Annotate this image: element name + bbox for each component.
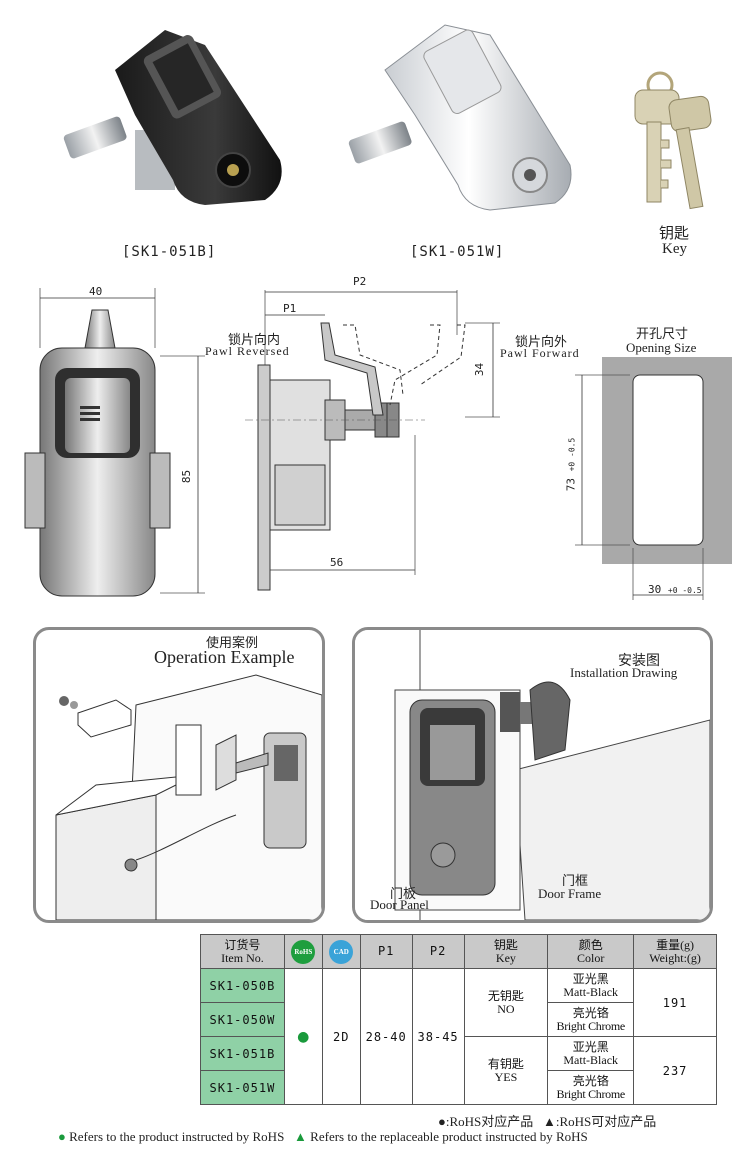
item-cell: SK1-050W — [200, 1002, 285, 1037]
cad-icon: CAD — [329, 939, 354, 964]
black-product-caption: [SK1-051B] — [122, 244, 217, 260]
legend-en-replace: Refers to the replaceable product instru… — [310, 1129, 588, 1144]
key-photo — [634, 71, 712, 210]
legend-cn-replace: ▲:RoHS可对应产品 — [543, 1114, 657, 1129]
pawl-forward-en: Pawl Forward — [500, 346, 580, 360]
opening-width-value: 30 +0 -0.5 — [648, 583, 702, 596]
color-chrome-cn: 亮光铬 — [572, 1073, 609, 1088]
color-matt-en: Matt-Black — [563, 984, 619, 999]
header-weight: 重量(g)Weight:(g) — [633, 934, 717, 969]
color-chrome-en: Bright Chrome — [556, 1018, 626, 1033]
pawl-reversed-en: Pawl Reversed — [205, 344, 290, 358]
chrome-product-caption: [SK1-051W] — [410, 244, 505, 260]
rohs-icon: RoHS — [291, 939, 316, 964]
installation-drawing-panel: 安装图 Installation Drawing 门板 Door Panel 门… — [352, 627, 713, 923]
color-chrome-cn: 亮光铬 — [572, 1005, 609, 1020]
legend-en-rohs: Refers to the product instructed by RoHS — [69, 1129, 285, 1144]
pawl-forward-cn: 锁片向外 — [515, 334, 568, 349]
dim-p2: P2 — [353, 275, 367, 288]
header-color-cn: 颜色 — [578, 937, 603, 952]
p1-cell: 28-40 — [359, 968, 413, 1105]
pawl-reversed-cn: 锁片向内 — [228, 332, 281, 347]
opening-size-cn: 开孔尺寸 — [636, 326, 689, 341]
dim-p1: P1 — [283, 302, 297, 315]
door-frame-en: Door Frame — [538, 886, 602, 901]
operation-illustration — [55, 674, 322, 920]
opening-size-en: Opening Size — [626, 340, 697, 355]
opening-height-tolerance: +0 -0.5 — [567, 437, 577, 472]
dim-height-85: 85 — [180, 469, 194, 484]
color-matt-cn: 亚光黑 — [572, 971, 609, 986]
door-panel-en: Door Panel — [370, 897, 429, 912]
dim-width-40: 40 — [89, 285, 103, 298]
key-yes-cn: 有钥匙 — [487, 1056, 524, 1071]
header-item-en: Item No. — [221, 950, 264, 965]
key-yes-en: YES — [494, 1069, 518, 1084]
header-key-en: Key — [495, 950, 516, 965]
color-chrome-en: Bright Chrome — [556, 1086, 626, 1101]
item-cell: SK1-051B — [200, 1036, 285, 1071]
opening-width-number: 30 — [648, 583, 662, 596]
product-photo-black — [63, 30, 282, 205]
installation-title-en: Installation Drawing — [570, 665, 678, 680]
legend-cn-rohs: ●:RoHS对应产品 — [438, 1114, 534, 1129]
key-no-en: NO — [497, 1001, 515, 1016]
operation-title-cn: 使用案例 — [206, 635, 259, 650]
product-photo-chrome — [348, 24, 572, 211]
door-frame-cn: 门框 — [562, 873, 589, 888]
header-rohs: RoHS — [283, 934, 323, 969]
door-panel-cn: 门板 — [390, 886, 417, 901]
header-cad: CAD — [321, 934, 361, 969]
cad-cell: 2D — [321, 968, 361, 1105]
opening-width-tolerance: +0 -0.5 — [667, 586, 702, 595]
header-weight-en: Weight:(g) — [649, 950, 701, 965]
rohs-dot-icon: ● — [58, 1129, 66, 1144]
legend-en: ● Refers to the product instructed by Ro… — [58, 1129, 588, 1145]
rohs-cell: ● — [283, 968, 323, 1105]
opening-size-drawing — [575, 357, 732, 600]
opening-height-value: 73 +0 -0.5 — [564, 438, 577, 492]
triangle-icon: ▲ — [294, 1129, 307, 1144]
operation-example-panel: 使用案例 Operation Example — [33, 627, 325, 923]
header-p1: P1 — [359, 934, 413, 969]
dim-56: 56 — [330, 556, 344, 569]
header-color-en: Color — [577, 950, 605, 965]
item-cell: SK1-050B — [200, 968, 285, 1003]
key-no-cn: 无钥匙 — [487, 988, 524, 1003]
installation-photo — [355, 630, 710, 920]
installation-title-cn: 安装图 — [618, 654, 660, 669]
p2-cell: 38-45 — [411, 968, 465, 1105]
color-matt-cn: 亚光黑 — [572, 1039, 609, 1054]
weight-cell: 191 — [633, 968, 717, 1037]
item-cell: SK1-051W — [200, 1070, 285, 1105]
operation-title-en: Operation Example — [154, 647, 295, 667]
header-key-cn: 钥匙 — [493, 937, 518, 952]
weight-cell: 237 — [633, 1036, 717, 1105]
color-matt-en: Matt-Black — [563, 1052, 619, 1067]
header-p2: P2 — [411, 934, 465, 969]
front-view-drawing — [24, 288, 205, 597]
opening-height-number: 73 — [564, 478, 578, 492]
legend-cn: ●:RoHS对应产品 ▲:RoHS可对应产品 — [438, 1111, 656, 1130]
side-view-drawing — [245, 290, 500, 591]
dim-34: 34 — [473, 362, 487, 377]
key-label-cn: 钥匙 — [659, 226, 690, 242]
header-item-cn: 订货号 — [224, 937, 261, 952]
header-weight-cn: 重量(g) — [656, 937, 695, 952]
key-label-en: Key — [662, 241, 687, 257]
